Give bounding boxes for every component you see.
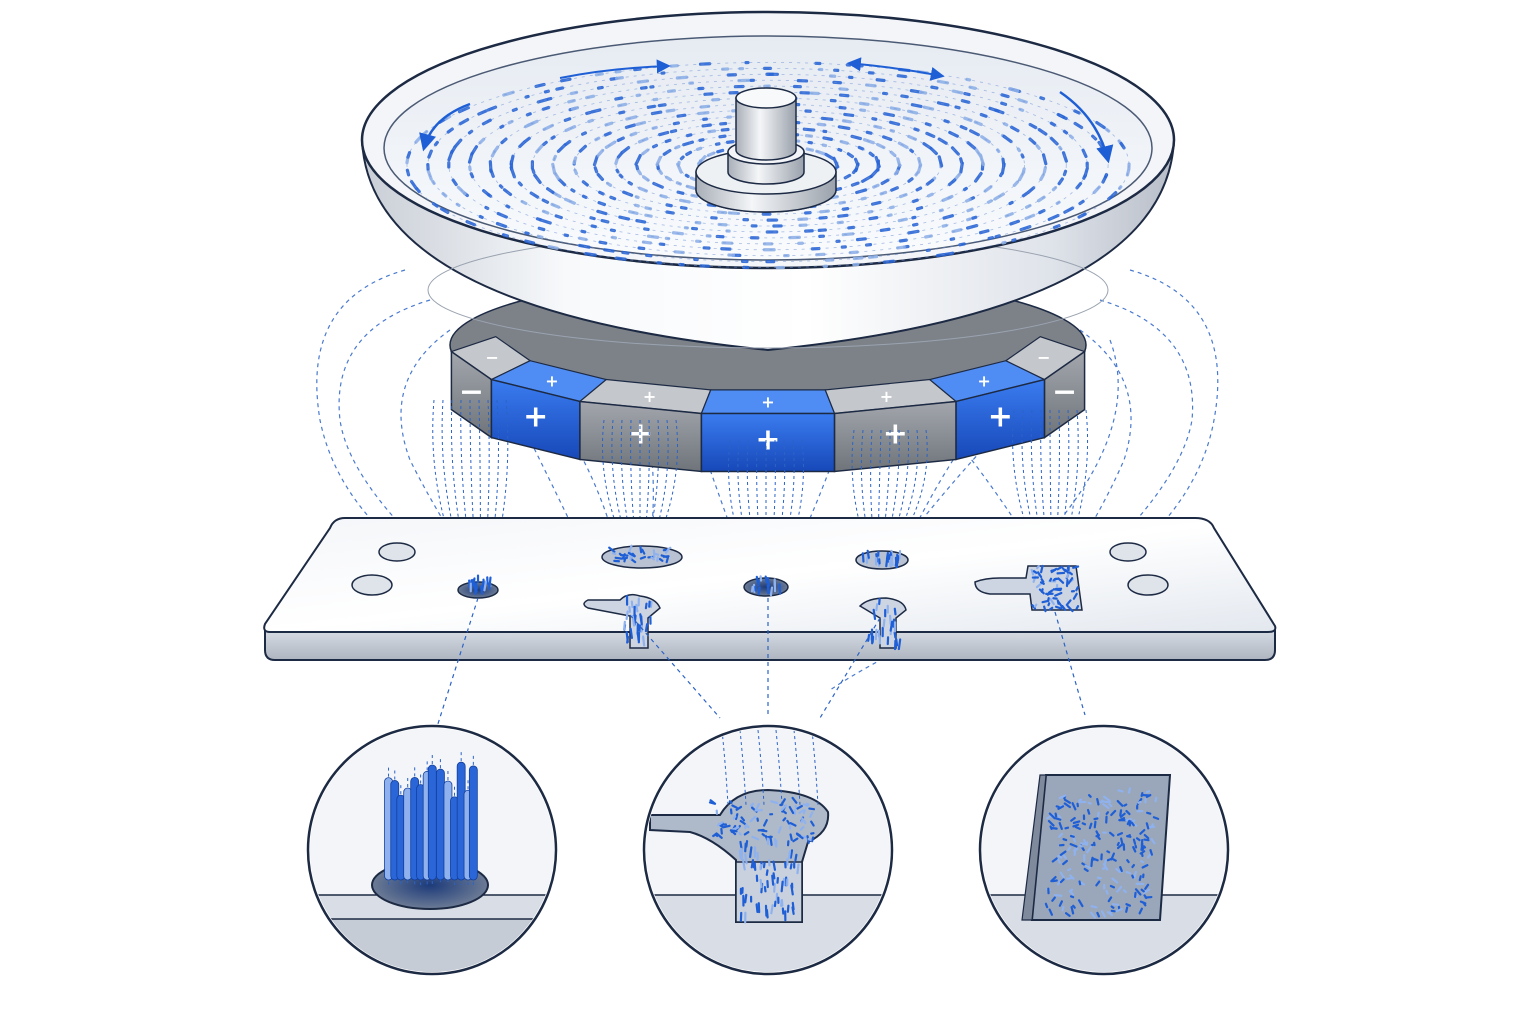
magnet-polarity-label: +	[523, 399, 548, 434]
magnet-polarity-label: +	[880, 387, 893, 406]
detail-view-round-hole	[306, 724, 558, 976]
magnet-segment: ++	[578, 378, 712, 473]
magnet-polarity-label: −	[485, 348, 498, 367]
magnet-polarity-label: +	[977, 371, 990, 390]
magnet-segment: −−	[1004, 335, 1086, 439]
mold-plate	[263, 517, 1277, 661]
magnet-segment: ++	[489, 360, 608, 461]
oscillation-arrow-icon	[846, 57, 945, 81]
magnet-polarity-label: +	[755, 422, 780, 457]
plate-keyhole-slot	[855, 549, 909, 651]
magnet-segment: ++	[928, 360, 1047, 461]
magnet-polarity-label: −	[1052, 375, 1077, 410]
center-shaft	[695, 87, 837, 213]
detail-view-rectangular-pocket	[978, 724, 1230, 976]
plate-keyhole-slot	[583, 544, 683, 649]
magnet-segment: ++	[700, 389, 836, 473]
detail-view-keyhole-slot	[642, 724, 894, 976]
mounting-holes	[351, 542, 1169, 596]
detail-leader-lines	[435, 597, 1086, 731]
magnet-polarity-label: −	[1037, 348, 1050, 367]
magnet-polarity-label: +	[988, 399, 1013, 434]
magnet-segment: −−	[450, 335, 532, 439]
magnet-polarity-label: +	[643, 387, 656, 406]
rotation-arrow-icon	[419, 102, 471, 152]
plate-rectangular-pocket	[974, 564, 1083, 613]
rotation-arrow-icon	[1059, 90, 1114, 164]
magnet-polarity-label: +	[761, 393, 774, 412]
magnet-segment: ++	[824, 378, 958, 473]
rotation-arrow-icon	[559, 59, 671, 79]
vibratory-bowl	[360, 10, 1176, 352]
magnet-polarity-label: +	[883, 416, 908, 451]
magnet-polarity-label: +	[545, 371, 558, 390]
magnet-polarity-label: −	[459, 375, 484, 410]
fiber-swirl	[405, 60, 1131, 270]
plate-round-hole	[743, 575, 789, 597]
